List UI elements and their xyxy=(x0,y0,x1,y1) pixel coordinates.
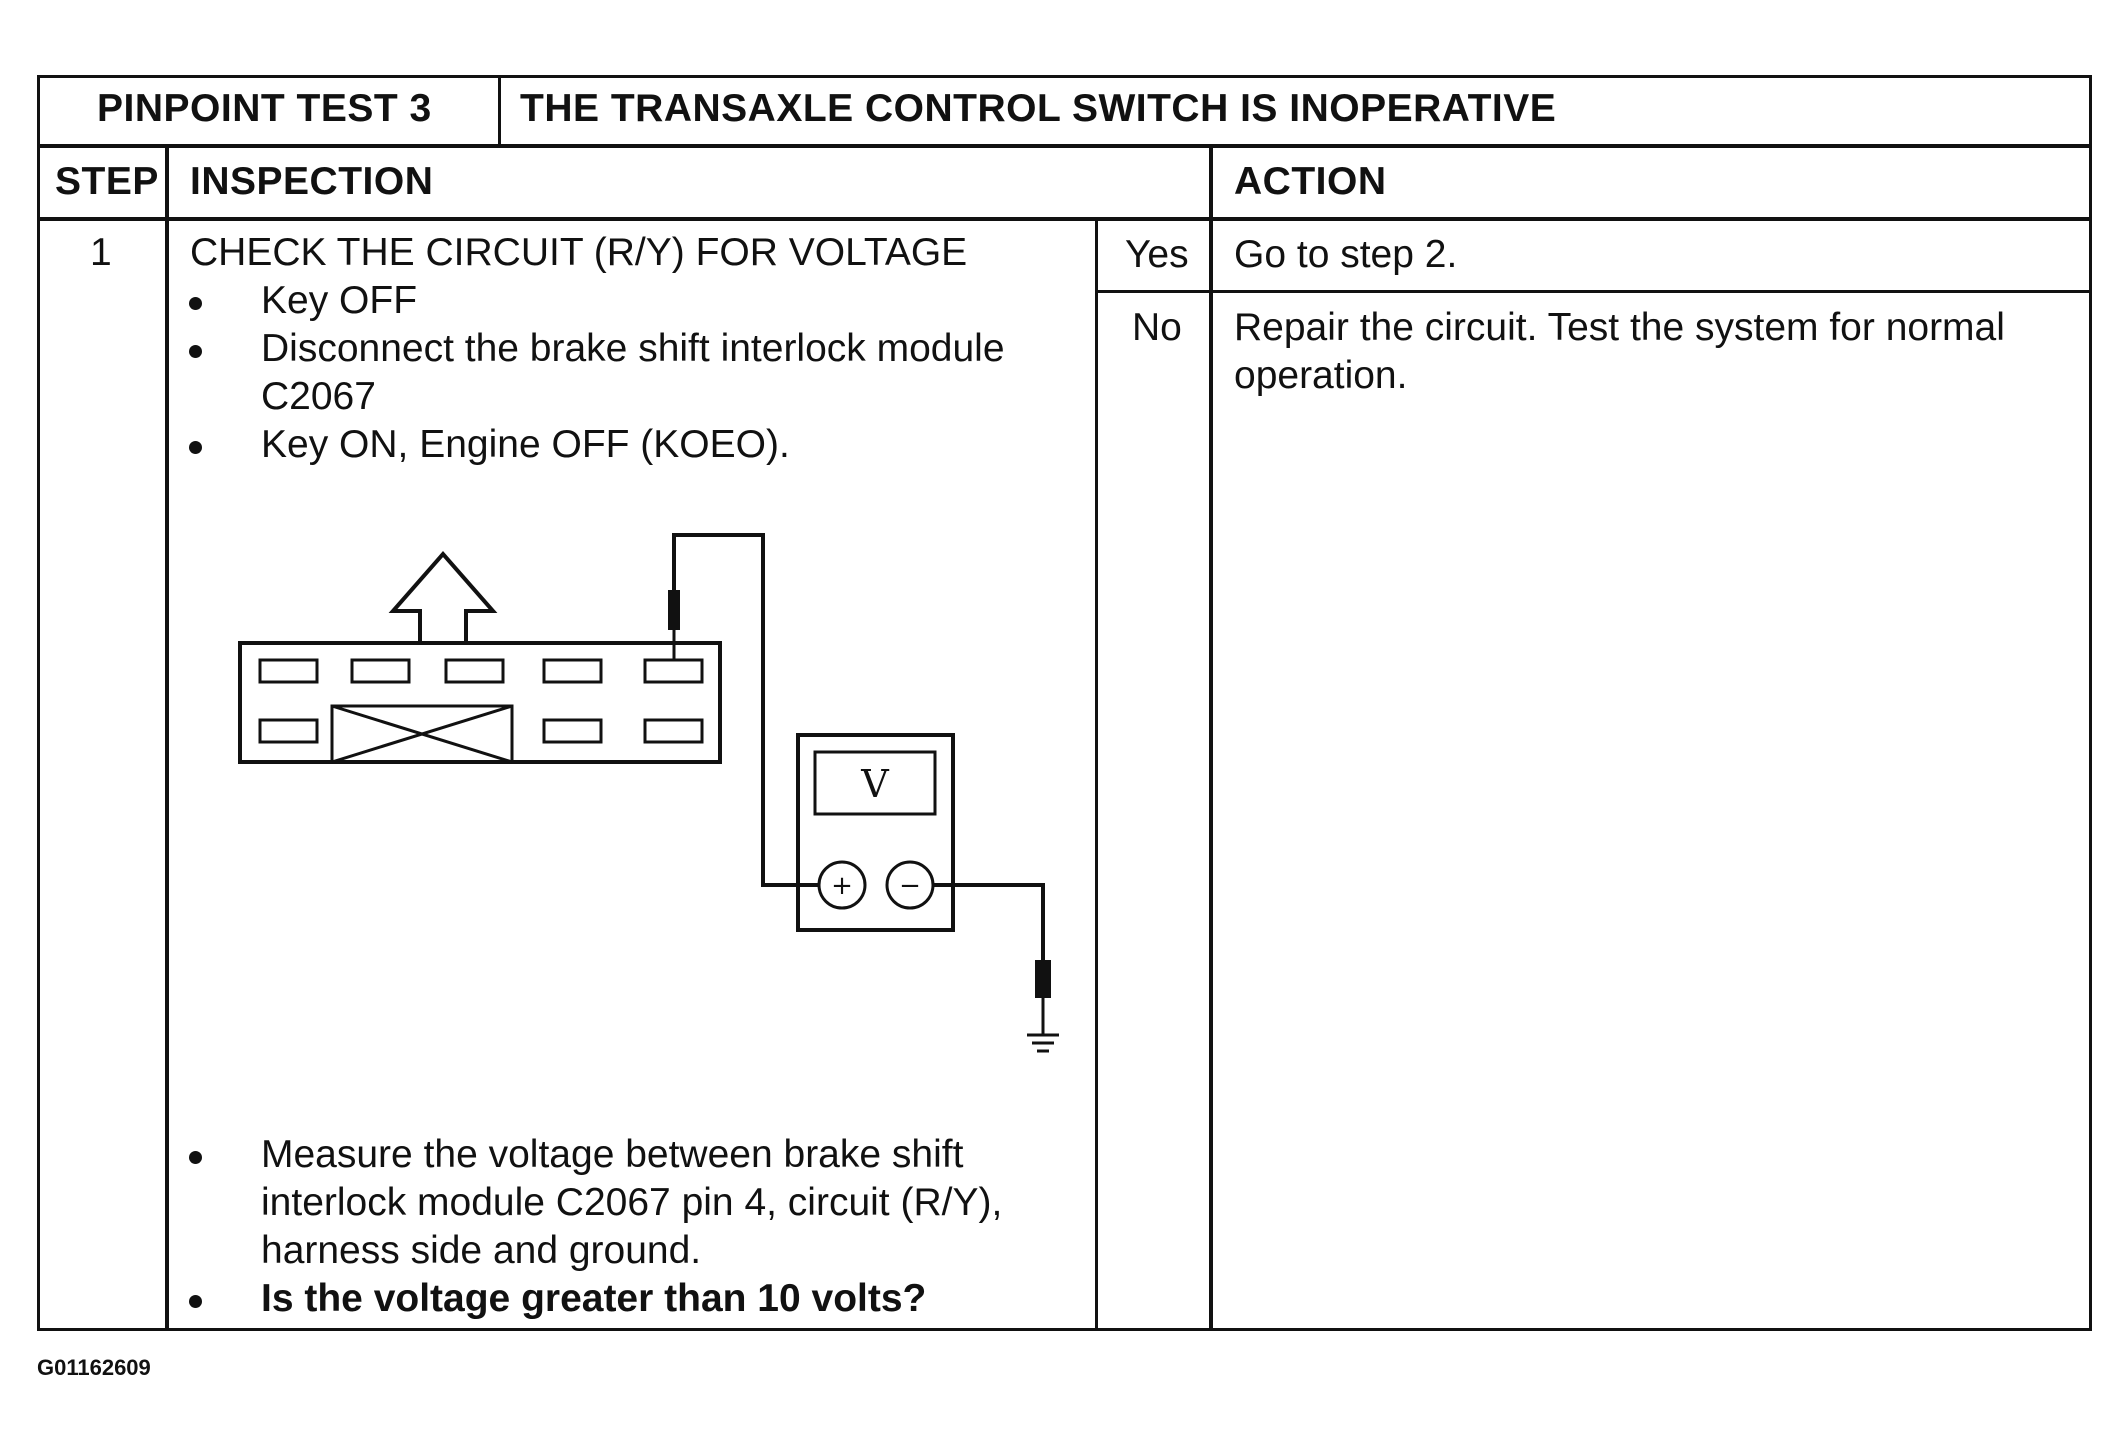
list-item: Measure the voltage between brake shift … xyxy=(165,1131,1041,1275)
probe-icon xyxy=(668,590,680,660)
step-column-header: STEP xyxy=(55,160,159,203)
answer-column-divider xyxy=(1095,219,1098,1330)
answer-yes: Yes xyxy=(1125,233,1189,276)
table-border-top xyxy=(37,75,2092,78)
yes-no-divider xyxy=(1095,290,2092,293)
meter-symbol: V xyxy=(860,762,889,806)
positive-lead xyxy=(672,533,818,887)
pinpoint-test-title: THE TRANSAXLE CONTROL SWITCH IS INOPERAT… xyxy=(520,87,1557,130)
step-column-divider xyxy=(165,146,169,1330)
figure-id: G01162609 xyxy=(37,1355,151,1380)
table-border-bottom xyxy=(37,1328,2092,1331)
answer-no: No xyxy=(1132,306,1182,349)
table-border-left xyxy=(37,75,40,1331)
list-item: Disconnect the brake shift interlock mod… xyxy=(165,325,1021,421)
list-item: Key OFF xyxy=(165,277,1055,325)
pinpoint-test-label: PINPOINT TEST 3 xyxy=(97,87,432,130)
up-arrow-icon xyxy=(388,550,498,645)
step-number: 1 xyxy=(90,231,112,274)
negative-lead xyxy=(933,883,1045,960)
ground-icon xyxy=(1027,998,1059,1053)
connector-pin-4 xyxy=(643,658,704,684)
minus-terminal-label: − xyxy=(899,871,921,901)
title-cell-divider xyxy=(498,75,501,146)
list-item: Key ON, Engine OFF (KOEO). xyxy=(165,421,1055,469)
step-title: CHECK THE CIRCUIT (R/Y) FOR VOLTAGE xyxy=(190,231,968,274)
column-header-divider xyxy=(37,217,2092,221)
header-divider xyxy=(37,144,2092,148)
inspection-steps-bottom: Measure the voltage between brake shift … xyxy=(165,1131,1065,1323)
action-yes: Go to step 2. xyxy=(1234,233,1458,276)
action-column-header: ACTION xyxy=(1234,160,1387,203)
table-border-right xyxy=(2089,75,2092,1331)
connector-icon xyxy=(238,641,722,764)
action-column-divider xyxy=(1209,146,1213,1330)
question-item: Is the voltage greater than 10 volts? xyxy=(165,1275,1065,1323)
action-no: Repair the circuit. Test the system for … xyxy=(1234,306,2005,397)
inspection-steps-top: Key OFF Disconnect the brake shift inter… xyxy=(165,277,1055,469)
plus-terminal-label: + xyxy=(831,871,853,901)
inspection-column-header: INSPECTION xyxy=(190,160,434,203)
voltmeter-icon: V + − xyxy=(796,733,955,932)
voltage-test-diagram: V + − xyxy=(238,533,1059,1053)
ground-probe-icon xyxy=(1035,960,1051,998)
